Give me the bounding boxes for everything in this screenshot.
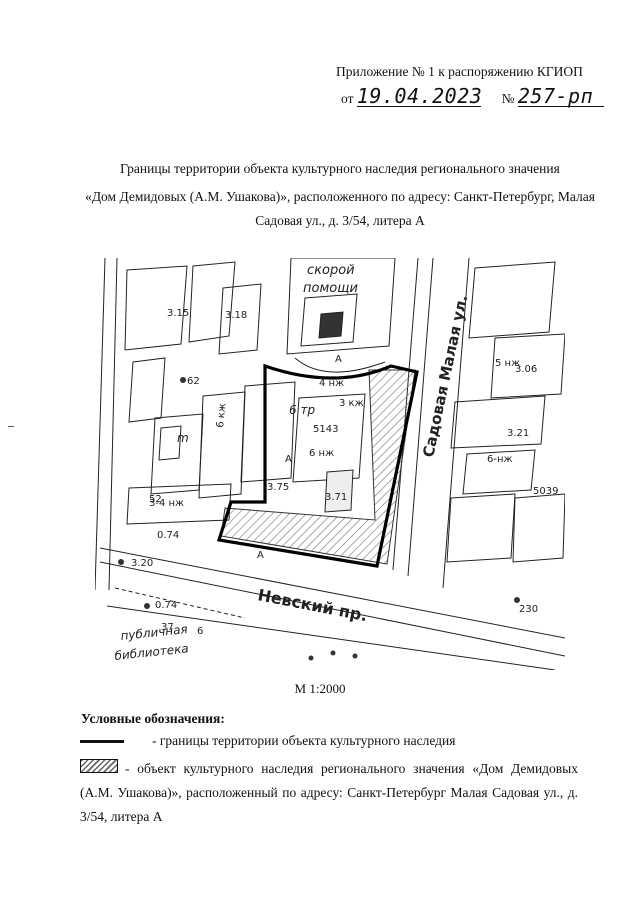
title-line-1: Границы территории объекта культурного н… — [120, 161, 560, 176]
map-label-A-2: А — [285, 454, 292, 465]
legend-boundary-line-symbol — [80, 740, 124, 743]
map-num-6: 6 — [197, 626, 203, 637]
map-label-A-3: А — [257, 550, 264, 561]
map-label-6tr: 6 тр — [289, 403, 315, 417]
survey-markers — [118, 377, 520, 661]
order-reference: от 19.04.2023 № 257-рп — [341, 86, 604, 107]
map-num-3-20: 3.20 — [131, 558, 153, 569]
map-drawing: скорой помощи публичная библиотека Невск… — [95, 258, 565, 670]
map-num-3-21: 3.21 — [507, 428, 529, 439]
margin-mark — [8, 426, 14, 427]
appendix-header: Приложение № 1 к распоряжению КГИОП — [336, 64, 583, 79]
map-label-3-4nzh: 3-4 нж — [149, 498, 184, 509]
map-num-3-15: 3.15 — [167, 308, 189, 319]
heritage-object — [220, 369, 416, 565]
map-label-5nzh: 5 нж — [495, 358, 520, 369]
map-scale: М 1:2000 — [294, 681, 346, 696]
map-num-52: 52 — [149, 494, 162, 505]
territory-boundary — [216, 363, 419, 568]
building-outlines — [124, 258, 565, 563]
from-label: от — [341, 91, 354, 106]
map-label-ambulance-2: помощи — [303, 281, 358, 296]
map-label-6nzh: 6 нж — [309, 448, 334, 459]
map-label-library-1: публичная — [120, 622, 188, 643]
map-num-3-71: 3.71 — [325, 492, 347, 503]
map-num-5143: 5143 — [313, 424, 338, 435]
street-sadovaya: Садовая Малая ул. — [419, 293, 471, 459]
order-date: 19.04.2023 — [356, 84, 483, 108]
cadastral-map: скорой помощи публичная библиотека Невск… — [95, 258, 565, 670]
map-num-230: 230 — [519, 604, 538, 615]
map-label-m: m — [177, 431, 189, 445]
map-label-library-2: библиотека — [114, 641, 189, 663]
map-num-37: 37 — [161, 622, 174, 633]
legend-heading: Условные обозначения: — [81, 711, 225, 726]
map-num-3-06: 3.06 — [515, 364, 537, 375]
map-label-6nzh-b: 6-нж — [487, 454, 513, 465]
map-num-3-75: 3.75 — [267, 482, 289, 493]
map-num-0-74: 0.74 — [155, 600, 177, 611]
map-num-62: 62 — [187, 376, 200, 387]
map-num-5039: 5039 — [533, 486, 558, 497]
map-num-0-74b: 0.74 — [157, 530, 179, 541]
legend-hatch-symbol — [80, 759, 118, 773]
order-number: 257-рп — [517, 86, 604, 107]
title-line-3: Садовая ул., д. 3/54, литера А — [255, 213, 425, 228]
title-line-2: «Дом Демидовых (А.М. Ушакова)», располож… — [85, 189, 595, 204]
map-label-ambulance-1: скорой — [307, 263, 355, 278]
map-label-6kzh: 6 кж — [215, 403, 229, 429]
street-nevsky: Невский пр. — [256, 585, 369, 625]
map-label-4nzh: 4 нж — [319, 378, 344, 389]
legend-item-boundary: - границы территории объекта культурного… — [152, 733, 456, 748]
map-label-3kzh: 3 кж — [339, 398, 364, 409]
map-num-3-18: 3.18 — [225, 310, 247, 321]
number-label: № — [501, 91, 515, 106]
legend-item-heritage-object: - объект культурного наследия региональн… — [80, 761, 578, 824]
map-label-A-1: А — [335, 354, 342, 365]
